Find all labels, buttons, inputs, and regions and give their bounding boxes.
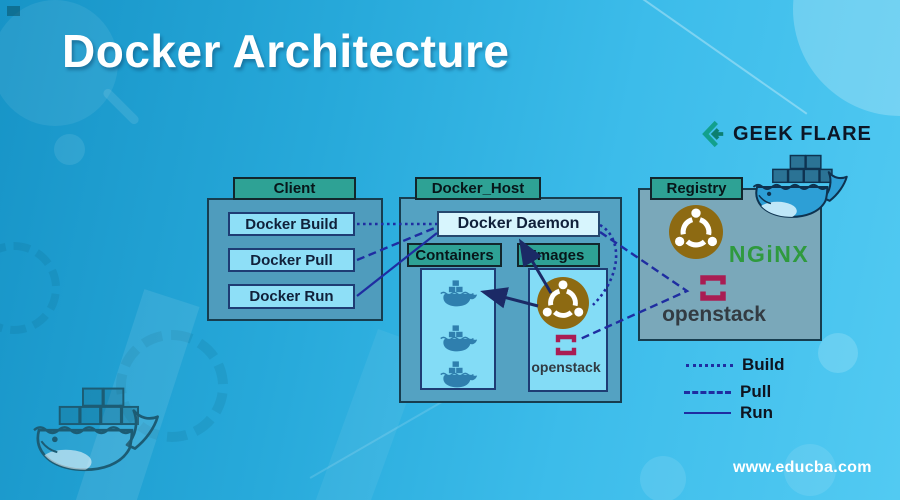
nginx-wordmark: NGiNX [728,241,810,267]
openstack-icon [555,334,577,356]
openstack-caption: openstack [662,303,766,326]
legend-dashed-line [684,390,731,394]
decor-light-circle [793,0,900,116]
site-url: www.educba.com [733,459,872,476]
docker-whale-icon [440,325,478,352]
legend-label: Pull [740,382,772,401]
legend-row-build: Build [686,355,785,375]
docker-host-header: Docker_Host [415,177,541,200]
decor-soft-circle [640,456,686,500]
legend-dotted-line [686,363,733,367]
legend-solid-line [684,412,731,414]
brand-name: GEEK FLARE [733,123,872,145]
docker-run-box: Docker Run [228,284,355,309]
decor-square [7,6,20,16]
decor-soft-circle [818,333,858,373]
docker-whale-icon [440,280,478,307]
gear-watermark-icon [0,242,60,334]
legend-row-run: Run [684,403,773,423]
images-header: Images [517,243,600,267]
client-header: Client [233,177,356,200]
containers-header: Containers [407,243,502,267]
docker-whale-icon [752,154,848,218]
docker-whale-icon [33,387,159,472]
docker-pull-box: Docker Pull [228,248,355,272]
chevron-g-icon [702,120,724,148]
legend-label: Build [742,355,785,374]
decor-small-circle [54,134,85,165]
decor-streak [632,0,808,115]
docker-whale-icon [440,361,478,388]
page-title: Docker Architecture [62,25,510,77]
openstack-icon [700,275,726,301]
registry-header: Registry [650,177,743,200]
legend-row-pull: Pull [684,382,771,402]
openstack-caption: openstack [531,359,601,375]
docker-daemon-box: Docker Daemon [437,211,600,237]
docker-build-box: Docker Build [228,212,355,236]
ubuntu-icon [537,277,589,329]
legend-label: Run [740,403,774,422]
magnifier-handle [101,87,141,126]
